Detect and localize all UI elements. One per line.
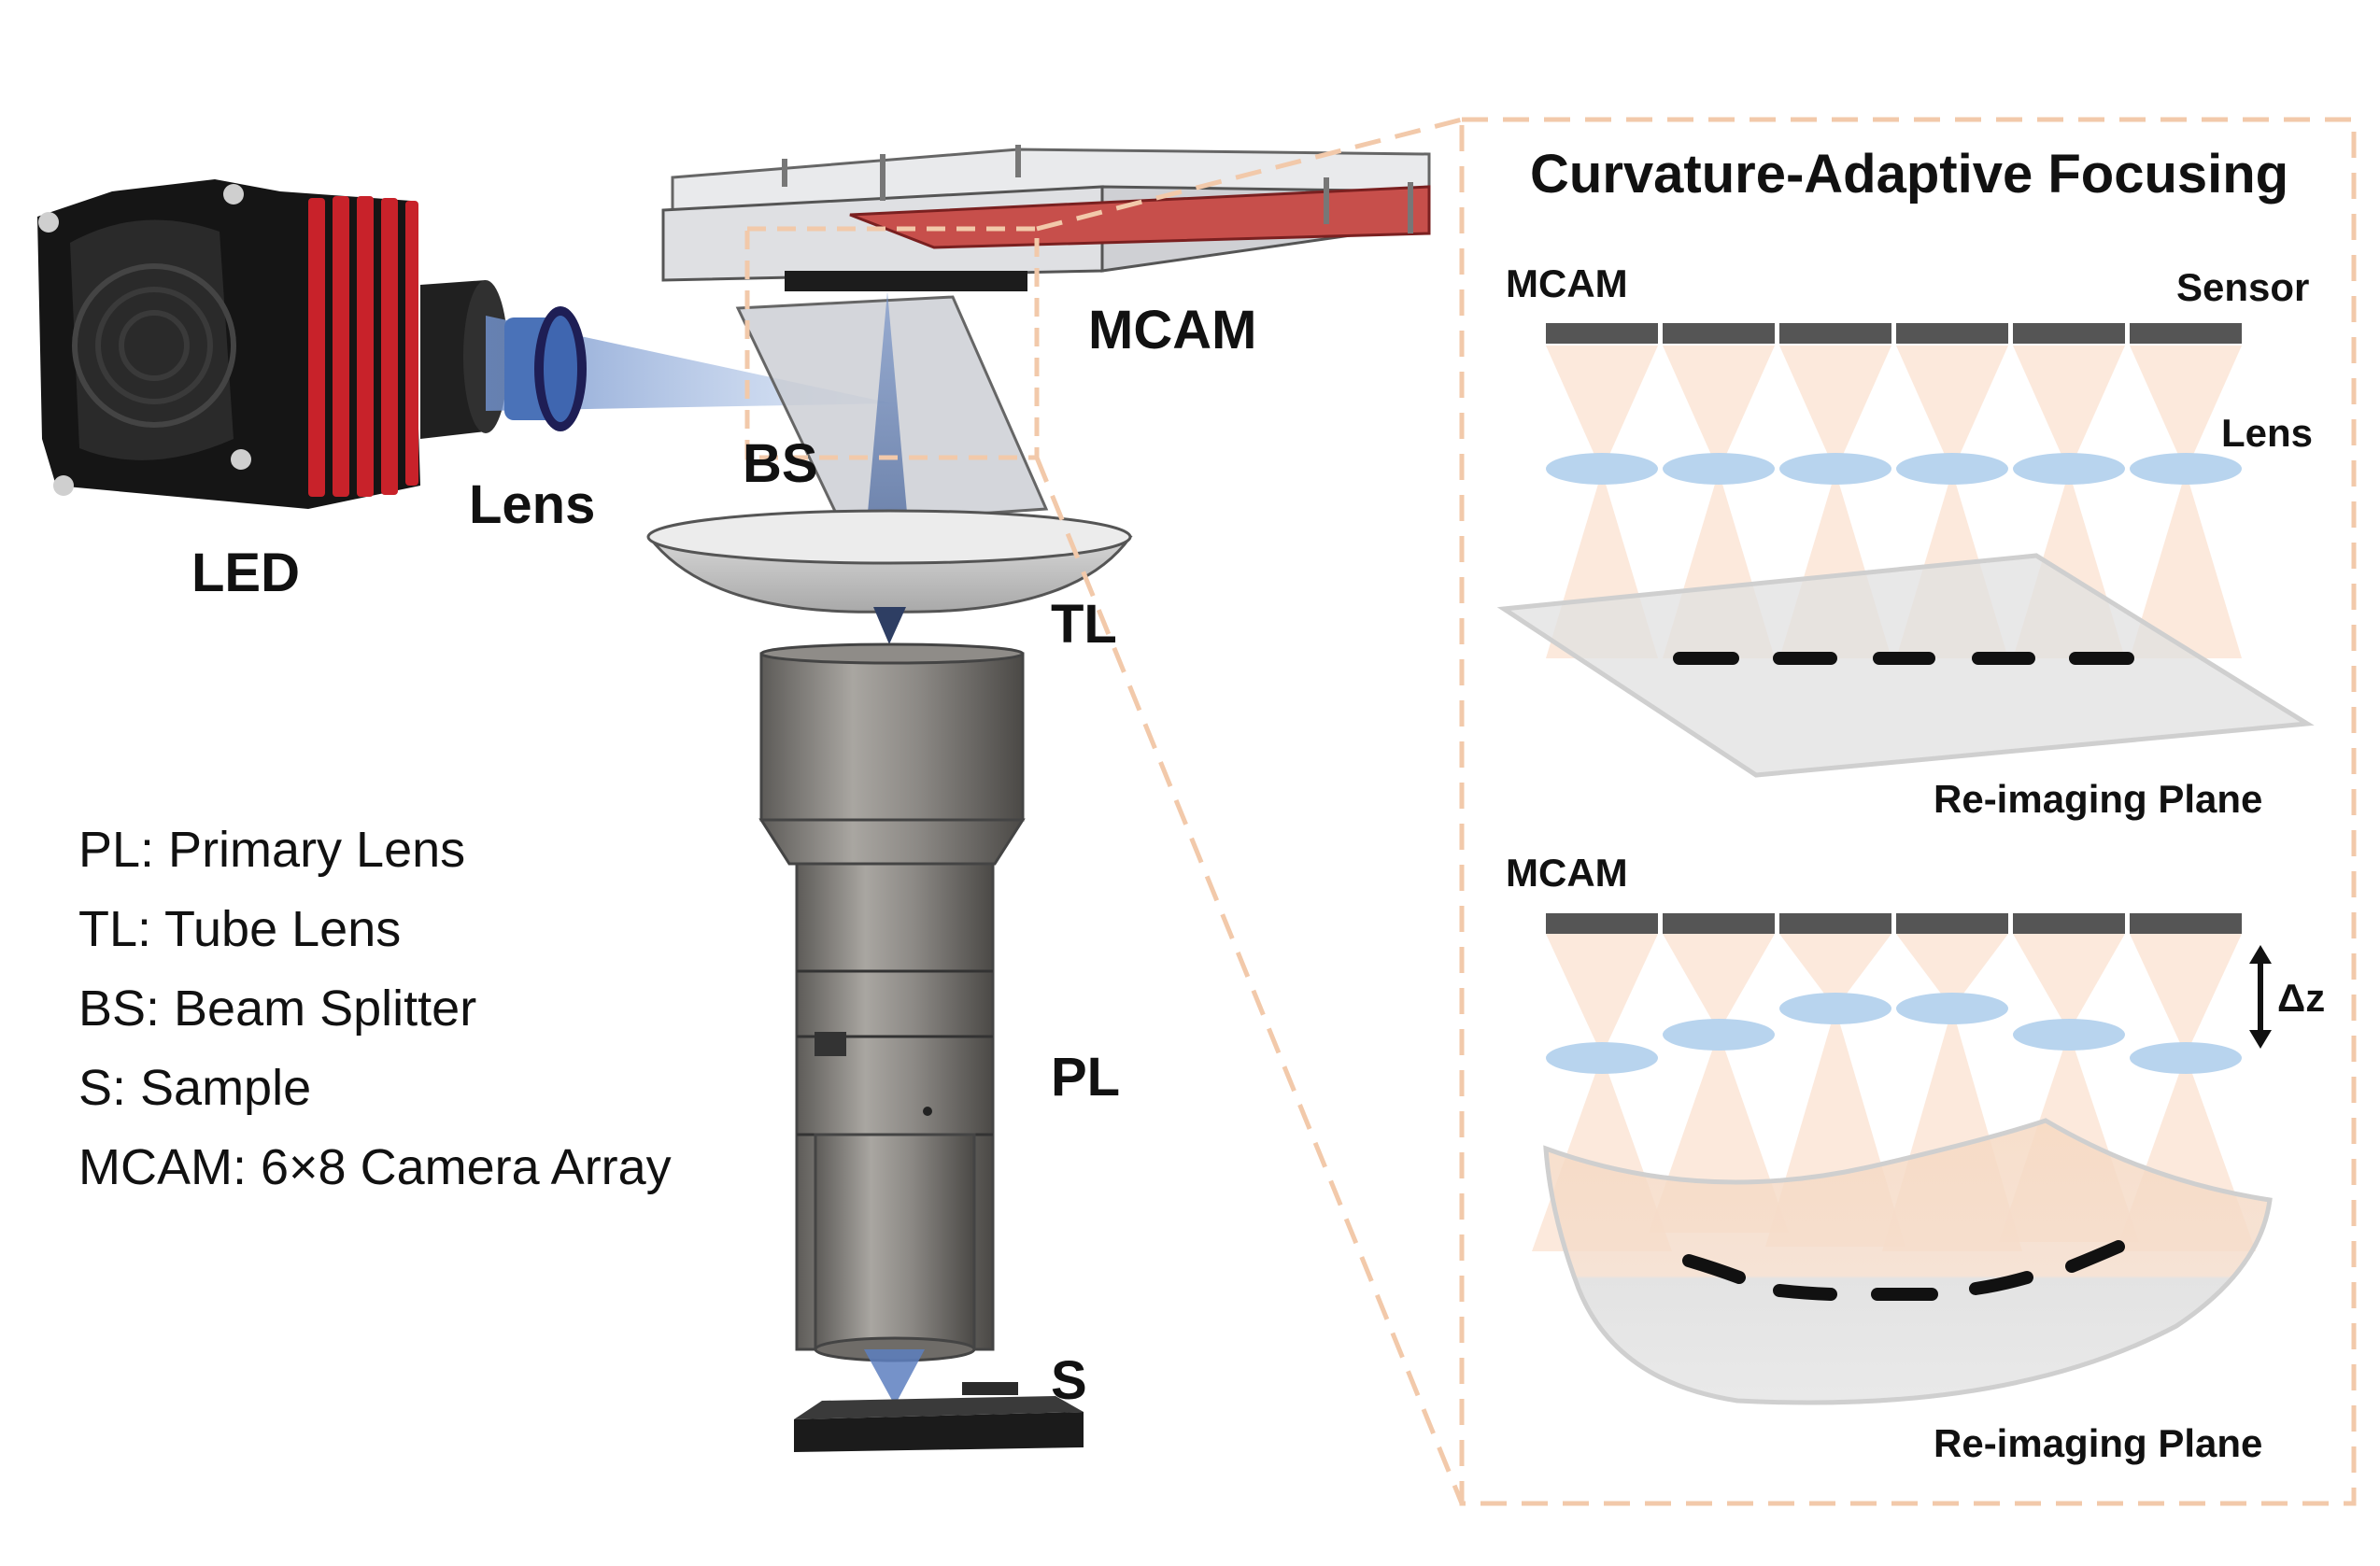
inset-lens-label: Lens	[2221, 411, 2314, 455]
led-label: LED	[191, 543, 300, 603]
inset-title: Curvature-Adaptive Focusing	[1530, 144, 2289, 205]
legend-item: PL: Primary Lens	[78, 822, 466, 878]
inset-top-plane-label: Re-imaging Plane	[1934, 777, 2263, 821]
legend-item: S: Sample	[78, 1060, 312, 1116]
led-module	[37, 179, 508, 509]
zoom-connector-bottom	[1034, 457, 1465, 1504]
lens-label: Lens	[469, 474, 596, 535]
flat-plane-panel	[1496, 323, 2315, 778]
vertical-beam	[867, 291, 908, 523]
delta-z-label: Δz	[2277, 976, 2326, 1020]
mcam-housing	[661, 145, 1431, 291]
sensor-label: Sensor	[2176, 265, 2310, 309]
pl-label: PL	[1051, 1047, 1121, 1107]
primary-lens	[758, 642, 1026, 1405]
s-label: S	[1051, 1350, 1087, 1411]
legend-item: MCAM: 6×8 Camera Array	[78, 1139, 672, 1195]
tl-label: TL	[1051, 594, 1117, 655]
inset-bottom-mcam-label: MCAM	[1506, 851, 1628, 895]
zoom-connector-top	[1036, 117, 1463, 232]
curved-plane-panel	[1532, 913, 2273, 1405]
tube-lens	[646, 509, 1133, 644]
zoom-region	[744, 226, 1040, 460]
legend: PL: Primary Lens TL: Tube Lens BS: Beam …	[78, 811, 672, 1207]
inset-bottom-plane-label: Re-imaging Plane	[1934, 1421, 2263, 1465]
delta-z-arrow	[2249, 945, 2272, 1049]
mcam-label: MCAM	[1088, 300, 1257, 360]
bs-label: BS	[743, 433, 818, 494]
legend-item: TL: Tube Lens	[78, 901, 402, 957]
legend-item: BS: Beam Splitter	[78, 981, 477, 1037]
illumination-lens	[504, 306, 587, 431]
sample-stage	[794, 1382, 1084, 1452]
inset-top-mcam-label: MCAM	[1506, 261, 1628, 305]
